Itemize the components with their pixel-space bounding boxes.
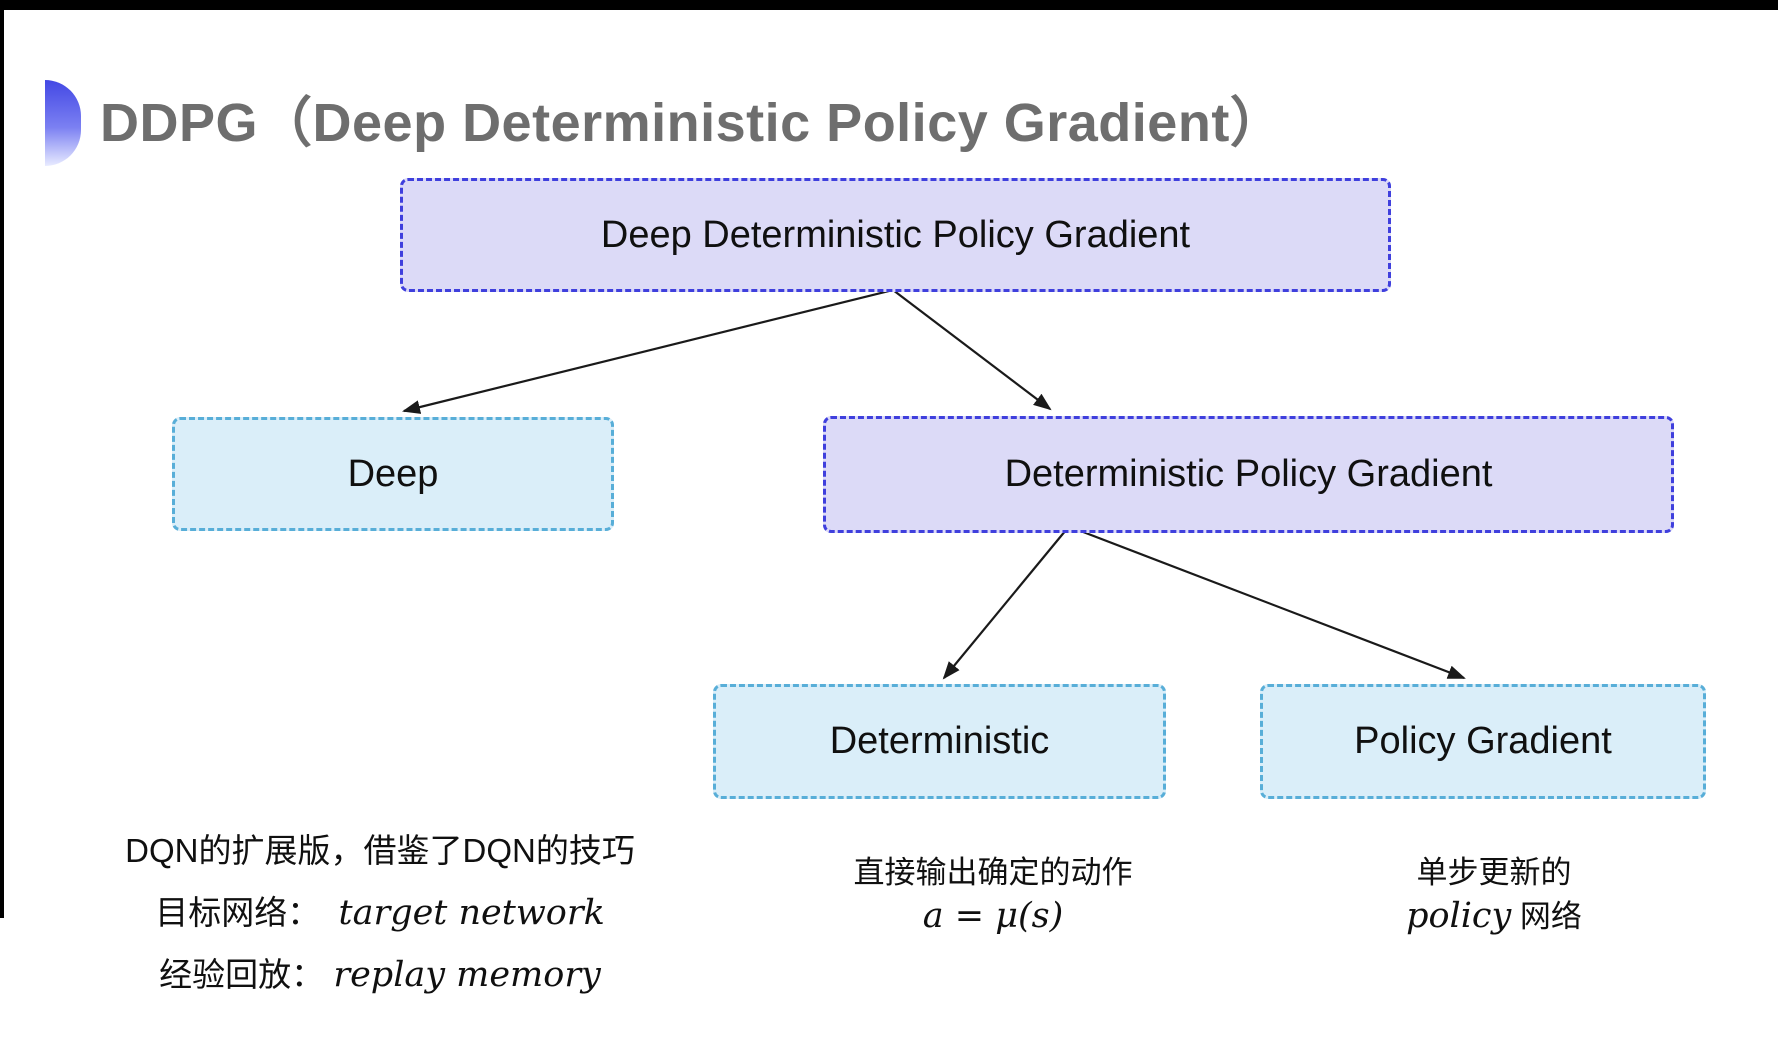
note-deep-line3-label: 经验回放： [159,956,325,993]
note-policy-gradient-line2: policy 网络 [1294,896,1694,937]
node-label: Deep Deterministic Policy Gradient [600,213,1191,256]
note-policy-gradient: 单步更新的 policy 网络 [1294,853,1694,940]
node-label: Deterministic Policy Gradient [1004,453,1493,495]
node-label: Policy Gradient [1354,720,1612,762]
note-deterministic-line1: 直接输出确定的动作 [853,855,1133,890]
node-deep: Deep [172,417,614,531]
node-deep-deterministic-policy-gradient: Deep Deterministic Policy Gradient [400,178,1391,292]
edge-root-dpg [892,289,1052,411]
note-deep-line1: DQN的扩展版，借鉴了DQN的技巧 [125,832,635,869]
note-deep-line3-term: replay memory [333,955,601,995]
node-deterministic-policy-gradient: Deterministic Policy Gradient [823,416,1674,533]
note-deep: DQN的扩展版，借鉴了DQN的技巧 目标网络： target network 经… [120,830,640,1016]
edge-root-deep [402,288,894,414]
node-policy-gradient: Policy Gradient [1260,684,1706,799]
note-deterministic-formula: a = μ(s) [922,896,1064,936]
note-deep-line2-term: target network [338,893,605,933]
node-deterministic: Deterministic [713,684,1166,799]
edge-dpg-policy-gradient [1077,528,1466,680]
note-deep-line3: 经验回放： replay memory [120,954,640,996]
title-bullet-icon [45,80,81,166]
note-deterministic: 直接输出确定的动作 a = μ(s) [793,853,1193,939]
note-policy-gradient-line1: 单步更新的 [1416,855,1572,890]
edge-dpg-deterministic [942,529,1067,680]
note-deep-line2: 目标网络： target network [120,892,640,934]
note-deep-line2-label: 目标网络： [155,894,321,931]
page-title: DDPG（Deep Deterministic Policy Gradient） [100,93,1285,153]
left-border-line [0,0,4,918]
note-policy-gradient-line2-label: 网络 [1511,899,1582,934]
top-border-bar [0,0,1778,10]
node-label: Deep [347,452,439,495]
node-label: Deterministic [829,720,1050,762]
note-policy-gradient-line2-term: policy [1406,896,1512,936]
